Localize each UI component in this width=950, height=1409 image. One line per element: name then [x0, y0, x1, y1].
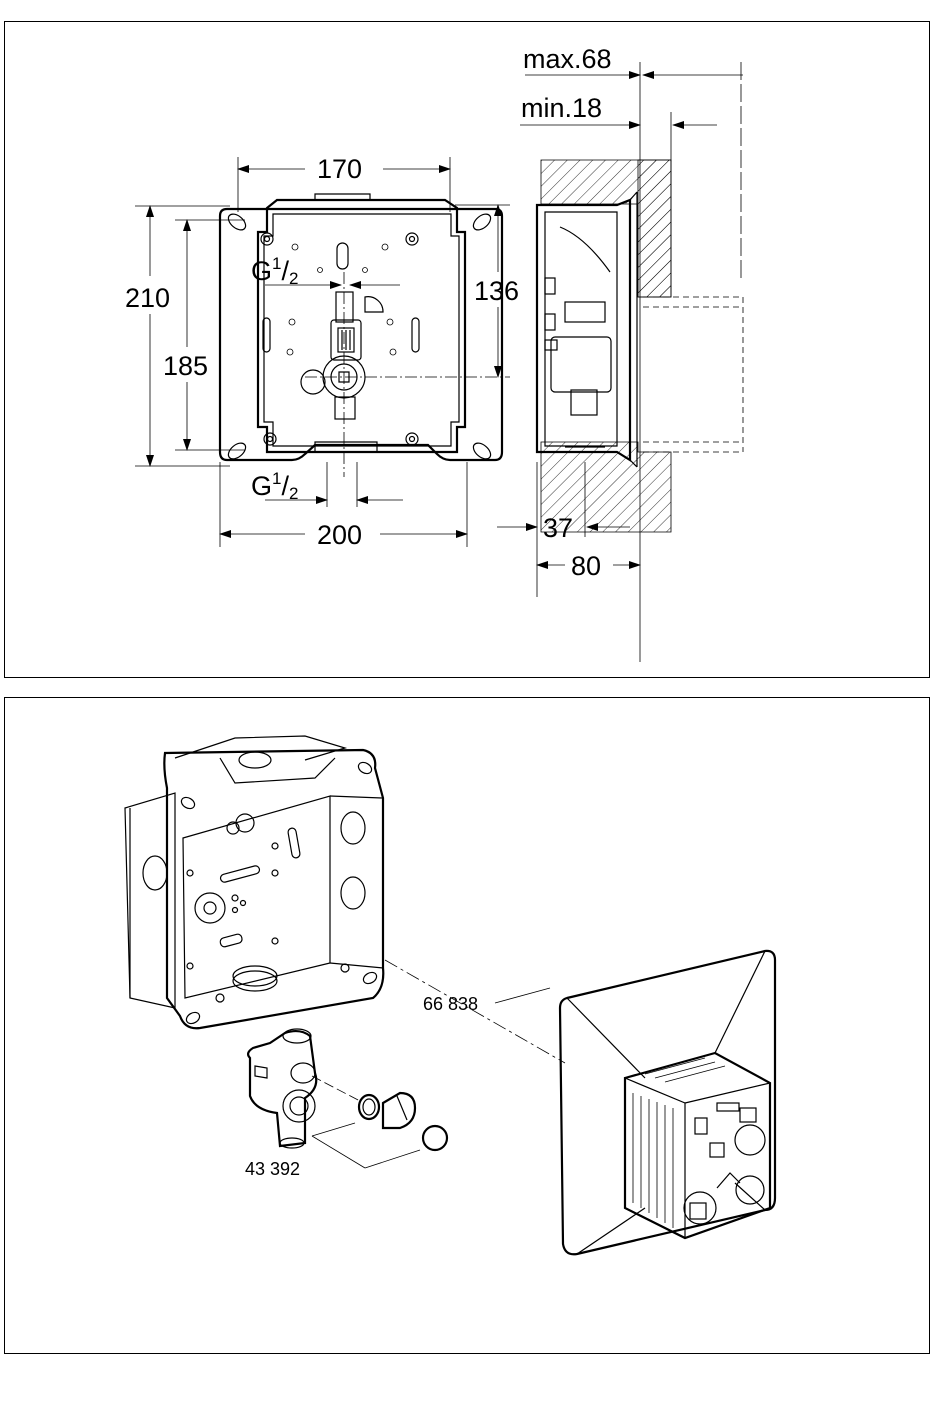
dim-170-label: 170 [317, 154, 362, 184]
dim-37-label: 37 [543, 513, 573, 543]
part-66838-label: 66 838 [423, 994, 478, 1014]
dim-210-label: 210 [125, 283, 170, 313]
dimension-drawing: 170 210 185 136 200 37 80 max.68 min.18 … [5, 22, 931, 679]
exploded-view: 43 392 66 838 [5, 698, 931, 1355]
front-view [220, 194, 510, 477]
dim-185-label: 185 [163, 351, 208, 381]
valve-body [248, 960, 565, 1168]
part-43392-label: 43 392 [245, 1159, 300, 1179]
exploded-view-panel: 43 392 66 838 [4, 697, 930, 1354]
thread-top-label: G1/2 [251, 254, 298, 288]
dim-min18-label: min.18 [521, 93, 602, 123]
dim-136-label: 136 [474, 276, 519, 306]
side-view [537, 62, 743, 662]
thread-bottom-label: G1/2 [251, 469, 298, 503]
mounting-box [125, 736, 383, 1028]
dimension-drawing-panel: 170 210 185 136 200 37 80 max.68 min.18 … [4, 21, 930, 678]
cover-plate [560, 951, 775, 1254]
dim-80-label: 80 [571, 551, 601, 581]
dim-max68-label: max.68 [523, 44, 612, 74]
dim-200-label: 200 [317, 520, 362, 550]
